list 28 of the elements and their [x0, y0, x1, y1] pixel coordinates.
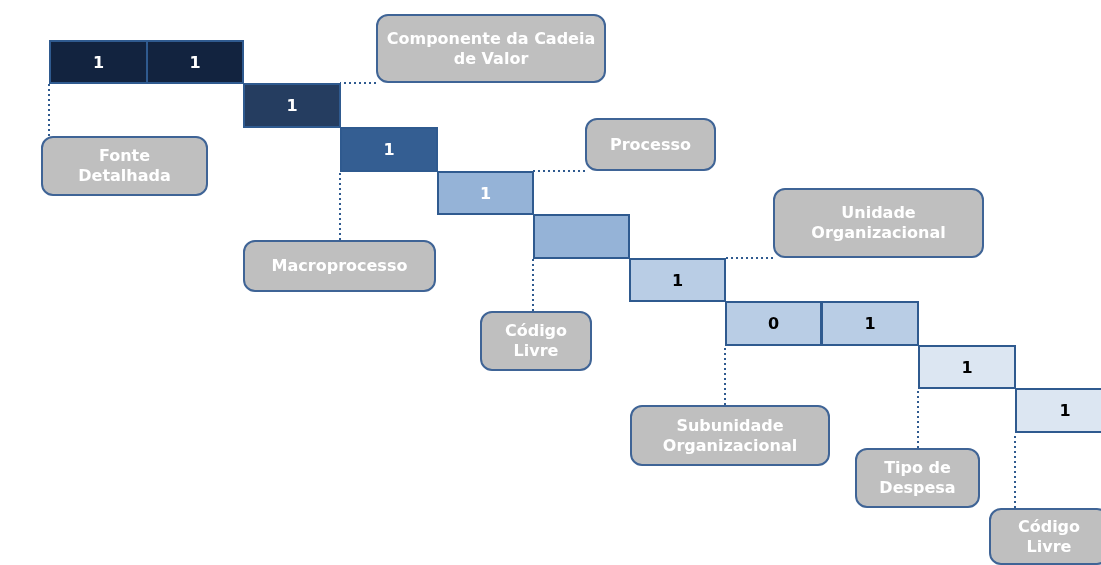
- field-label-box: Código Livre: [989, 508, 1101, 565]
- leader-line: [339, 82, 377, 84]
- field-label-box: Fonte Detalhada: [41, 136, 208, 196]
- digit-cell: 1: [918, 345, 1016, 389]
- field-label-box: Componente da Cadeia de Valor: [376, 14, 606, 83]
- digit-cell: 1: [821, 301, 919, 346]
- leader-line: [724, 257, 774, 259]
- leader-line: [532, 170, 586, 172]
- leader-line: [724, 345, 726, 406]
- field-label-box: Tipo de Despesa: [855, 448, 980, 508]
- leader-line: [48, 83, 50, 137]
- field-label-box: Macroprocesso: [243, 240, 436, 292]
- field-label-box: Unidade Organizacional: [773, 188, 984, 258]
- digit-cell: 1: [629, 258, 726, 302]
- digit-cell: 1: [1015, 388, 1101, 433]
- digit-cell: 1: [49, 40, 148, 84]
- field-label-box: Processo: [585, 118, 716, 171]
- digit-cell: 1: [437, 171, 534, 215]
- leader-line: [339, 171, 341, 241]
- digit-cell: 1: [146, 40, 244, 84]
- field-label-box: Código Livre: [480, 311, 592, 371]
- digit-cell: 1: [340, 127, 438, 172]
- digit-cell: 0: [725, 301, 822, 346]
- empty-cell: [533, 214, 630, 259]
- leader-line: [532, 258, 534, 312]
- field-label-box: Subunidade Organizacional: [630, 405, 830, 466]
- digit-cell: 1: [243, 83, 341, 128]
- leader-line: [917, 388, 919, 449]
